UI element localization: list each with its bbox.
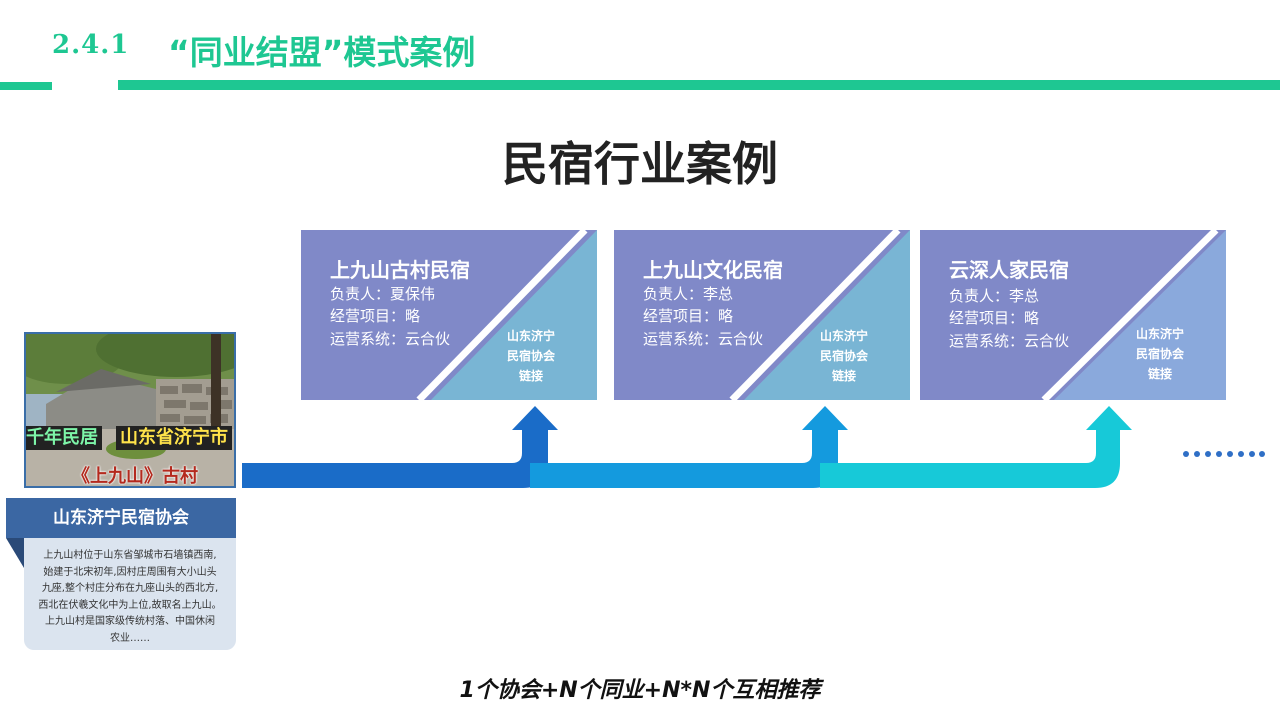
- card-owner: 负责人：李总: [949, 287, 1040, 305]
- card-project: 经营项目：略: [643, 307, 734, 325]
- card-project: 经营项目：略: [330, 307, 421, 325]
- card-system: 运营系统：云合伙: [949, 332, 1070, 350]
- flow-arrow-segment-1: [242, 406, 558, 488]
- case-card-2: 上九山文化民宿 负责人：李总 经营项目：略 运营系统：云合伙 山东济宁 民宿协会…: [614, 230, 910, 400]
- more-dots-icon: [1183, 451, 1265, 457]
- flow-arrow-segment-2: [530, 406, 848, 488]
- card-name: 上九山古村民宿: [330, 258, 470, 282]
- association-title-fold: [6, 538, 24, 568]
- card-owner: 负责人：李总: [643, 285, 734, 303]
- card-name: 云深人家民宿: [949, 258, 1069, 282]
- association-link[interactable]: 山东济宁 民宿协会 链接: [1135, 327, 1184, 381]
- photo-caption-2: 山东省济宁市: [116, 426, 232, 450]
- card-project: 经营项目：略: [949, 309, 1040, 327]
- section-title: “同业结盟”模式案例: [168, 33, 476, 72]
- association-description: 上九山村位于山东省邹城市石墙镇西南, 始建于北宋初年,因村庄周围有大小山头 九座…: [24, 538, 236, 650]
- header-rule-right: [118, 80, 1280, 90]
- card-name: 上九山文化民宿: [643, 258, 783, 282]
- section-number: 2.4.1: [52, 30, 130, 60]
- card-system: 运营系统：云合伙: [643, 330, 764, 348]
- card-system: 运营系统：云合伙: [330, 330, 451, 348]
- formula-text: 1个协会+N个同业+N*N个互相推荐: [459, 678, 821, 703]
- association-link[interactable]: 山东济宁 民宿协会 链接: [819, 329, 868, 383]
- main-title: 民宿行业案例: [502, 137, 778, 191]
- case-card-1: 上九山古村民宿 负责人：夏保伟 经营项目：略 运营系统：云合伙 山东济宁 民宿协…: [301, 230, 597, 400]
- case-card-3: 云深人家民宿 负责人：李总 经营项目：略 运营系统：云合伙 山东济宁 民宿协会 …: [920, 230, 1226, 400]
- card-owner: 负责人：夏保伟: [330, 285, 436, 303]
- photo-caption-3: 《上九山》古村: [72, 466, 198, 487]
- association-link[interactable]: 山东济宁 民宿协会 链接: [506, 329, 555, 383]
- association-title: 山东济宁民宿协会: [6, 498, 236, 538]
- photo-caption-1: 千年民居: [26, 426, 102, 450]
- flow-arrow-segment-3: [820, 406, 1132, 488]
- header-rule-left: [0, 82, 52, 90]
- village-photo: 千年民居 山东省济宁市 《上九山》古村: [24, 332, 236, 488]
